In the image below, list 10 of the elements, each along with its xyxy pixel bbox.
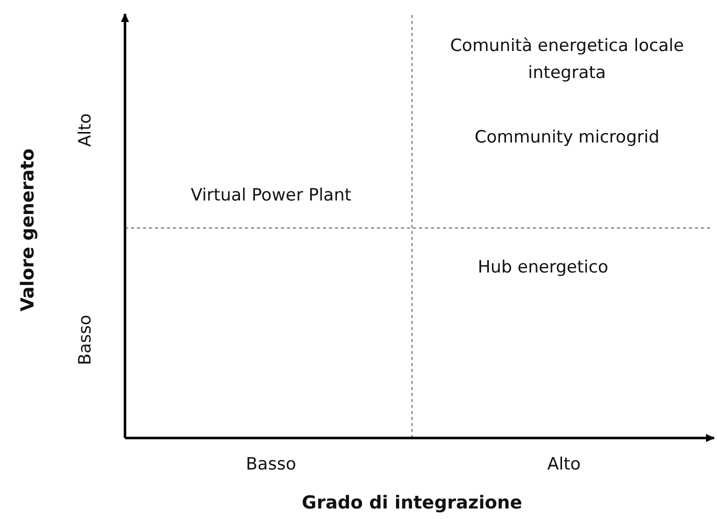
axis-title: Valore generato xyxy=(16,148,40,312)
axis-title: Grado di integrazione xyxy=(302,492,522,516)
quadrant-label: Community microgrid xyxy=(474,126,660,150)
axis-tick-label: Alto xyxy=(547,454,581,476)
axis-tick-label: Basso xyxy=(246,454,296,476)
quadrant-label: Comunità energetica locale integrata xyxy=(449,35,685,85)
quadrant-label: Virtual Power Plant xyxy=(190,184,352,208)
axis-tick-label: Basso xyxy=(74,314,96,366)
axis-tick-label: Alto xyxy=(74,113,96,147)
quadrant-label: Hub energetico xyxy=(478,256,608,280)
